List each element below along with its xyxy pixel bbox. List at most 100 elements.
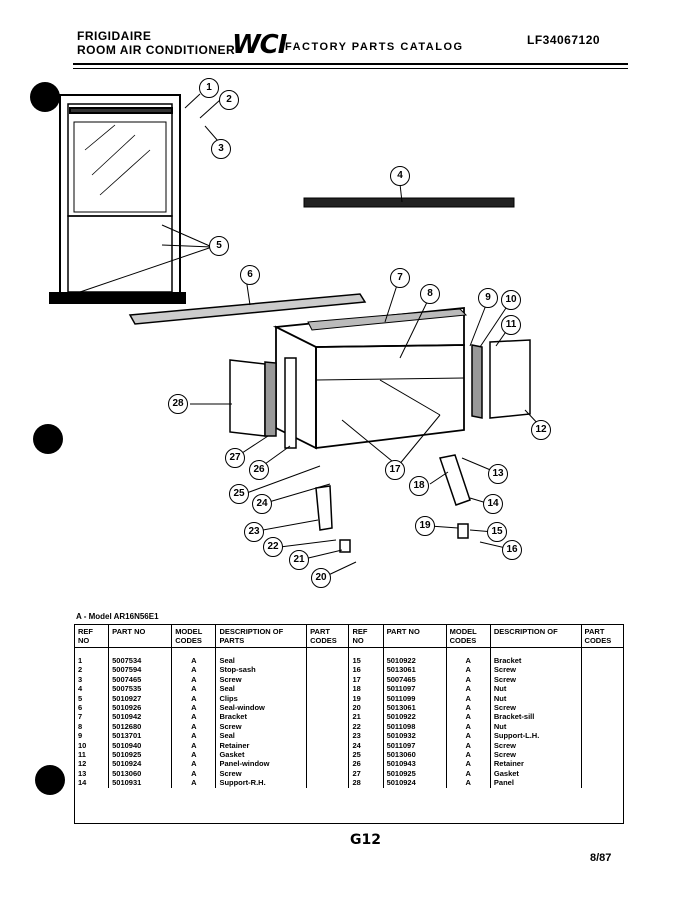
col-model: MODEL CODES <box>171 625 216 648</box>
part-no-cell: 5013701 <box>108 731 172 741</box>
model-code-cell: A <box>171 759 216 769</box>
callout-17: 17 <box>385 460 405 480</box>
part-no-cell: 5007535 <box>108 684 172 694</box>
callout-23: 23 <box>244 522 264 542</box>
part-no-cell: 5007465 <box>382 674 447 685</box>
callout-14: 14 <box>483 494 503 514</box>
product-name: ROOM AIR CONDITIONER <box>77 43 236 57</box>
callout-8: 8 <box>420 284 440 304</box>
model-code-cell: A <box>445 721 491 732</box>
callout-11: 11 <box>501 315 521 335</box>
part-no-cell: 5010931 <box>108 778 172 788</box>
ref-cell: 23 <box>348 731 384 741</box>
part-no-cell: 5010942 <box>108 712 172 722</box>
model-code-cell: A <box>445 693 491 704</box>
part-no-cell: 5013060 <box>108 768 172 779</box>
col-codes-right: PART CODES <box>580 625 623 648</box>
col-desc-right: DESCRIPTION OF <box>489 625 582 648</box>
ref-cell: 20 <box>348 703 384 713</box>
part-codes-cell <box>306 768 349 779</box>
ref-cell: 8 <box>78 721 83 731</box>
description-cell: Nut <box>489 684 582 694</box>
description-cell: Screw <box>489 703 582 713</box>
callout-26: 26 <box>249 460 269 480</box>
ref-cell: 4 <box>78 684 83 694</box>
part-no-cell: 5010943 <box>382 759 447 769</box>
part-codes-cell <box>580 721 623 732</box>
part-codes-cell <box>580 693 623 704</box>
model-code-cell: A <box>171 712 216 722</box>
model-code-cell: A <box>445 750 491 760</box>
catalog-number: LF34067120 <box>527 33 601 47</box>
ref-cell: 16 <box>348 665 384 675</box>
ref-cell: 27 <box>348 768 384 779</box>
part-no-cell: 5007465 <box>108 674 172 685</box>
description-cell: Retainer <box>489 759 582 769</box>
part-codes-cell <box>580 712 623 722</box>
model-code-cell: A <box>445 665 491 675</box>
seal-window-6 <box>128 293 367 325</box>
model-code-cell: A <box>445 731 491 741</box>
callout-19: 19 <box>415 516 435 536</box>
description-cell: Screw <box>215 721 307 732</box>
part-codes-cell <box>306 665 349 675</box>
ref-cell: 15 <box>348 647 384 666</box>
model-code-cell: A <box>445 759 491 769</box>
side-panels <box>229 339 531 449</box>
ref-cell: 12 <box>78 759 87 769</box>
part-no-cell: 5011097 <box>382 740 447 751</box>
header-rule-1 <box>73 63 628 65</box>
brand-name: FRIGIDAIRE <box>77 29 152 43</box>
parts-table: REF NO PART NO MODEL CODES DESCRIPTION O… <box>75 625 623 788</box>
description-cell: Seal-window <box>215 703 307 713</box>
support-brackets <box>315 454 471 553</box>
description-cell: Screw <box>489 750 582 760</box>
part-codes-cell <box>306 684 349 694</box>
model-code-cell: A <box>445 674 491 685</box>
part-codes-cell <box>306 759 349 769</box>
part-no-cell: 5010922 <box>382 647 447 666</box>
model-code-cell: A <box>171 740 216 751</box>
callout-10: 10 <box>501 290 521 310</box>
header-rule-2 <box>73 68 628 69</box>
description-cell: Nut <box>489 721 582 732</box>
part-codes-cell <box>580 740 623 751</box>
parts-list-table: REF NO PART NO MODEL CODES DESCRIPTION O… <box>74 624 624 824</box>
exploded-parts-diagram <box>49 93 542 579</box>
model-code-cell: A <box>171 768 216 779</box>
punch-hole-middle <box>33 424 63 454</box>
col-part: PART NO <box>108 625 172 648</box>
callout-13: 13 <box>488 464 508 484</box>
ref-cell: 28 <box>348 778 384 788</box>
catalog-title: FACTORY PARTS CATALOG <box>285 41 464 53</box>
page-number: G12 <box>350 832 381 848</box>
ref-cell: 1 <box>78 656 83 665</box>
callout-3: 3 <box>211 139 231 159</box>
callout-12: 12 <box>531 420 551 440</box>
part-no-cell: 5010924 <box>108 759 172 769</box>
ref-cell: 6 <box>78 703 83 713</box>
callout-6: 6 <box>240 265 260 285</box>
part-codes-cell <box>580 684 623 694</box>
col-ref: REF NO <box>75 625 109 648</box>
part-no-cell: 5010927 <box>108 693 172 704</box>
ref-cell: 7 <box>78 712 83 722</box>
part-no-cell: 5010926 <box>108 703 172 713</box>
ref-cell: 21 <box>348 712 384 722</box>
model-code-cell: A <box>445 778 491 788</box>
description-cell: Screw <box>489 740 582 751</box>
model-code-cell: A <box>171 684 216 694</box>
col-codes: PART CODES <box>306 625 349 648</box>
description-cell: Retainer <box>215 740 307 751</box>
col-ref-right: REF NO <box>348 625 384 648</box>
callout-5: 5 <box>209 236 229 256</box>
